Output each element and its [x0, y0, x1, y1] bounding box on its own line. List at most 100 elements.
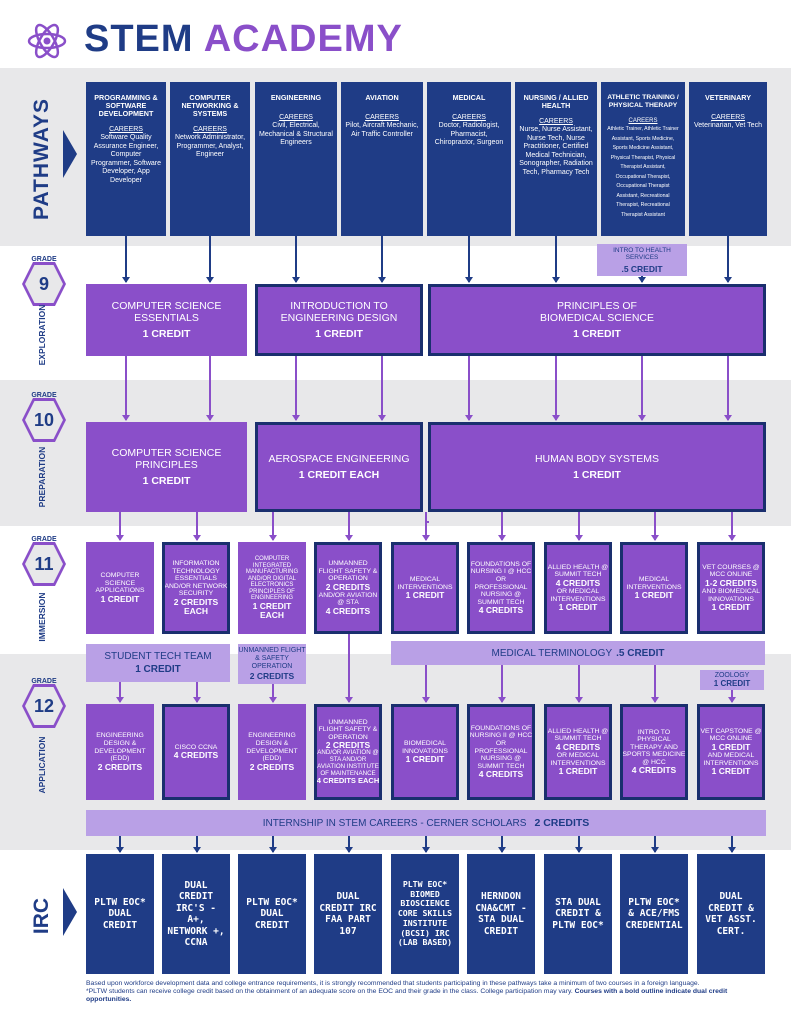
pathway-networking: COMPUTER NETWORKING & SYSTEMS CAREERS Ne… [170, 82, 250, 236]
flow-arrow [292, 236, 299, 283]
course-cim-digital-electronics: COMPUTER INTEGRATED MANUFACTURING AND/OR… [238, 542, 306, 634]
flow-arrow [116, 682, 123, 703]
course-cs-applications: COMPUTER SCIENCE APPLICATIONS 1 CREDIT [86, 542, 154, 634]
unmanned-flight-mid: UNMANNED FLIGHT & SAFETY OPERATION 2 CRE… [238, 644, 306, 684]
course-principles-biomedical: PRINCIPLES OF BIOMEDICAL SCIENCE 1 CREDI… [428, 284, 766, 356]
flow-arrow [552, 356, 559, 421]
flow-arrow [498, 836, 505, 853]
flow-arrow [465, 356, 472, 421]
pathway-veterinary: VETERINARY CAREERS Veterinarian, Vet Tec… [689, 82, 767, 236]
flow-arrow [575, 836, 582, 853]
irc-engineering: PLTW EOC* DUAL CREDIT [238, 854, 306, 974]
course-unmanned-flight-12: UNMANNED FLIGHT SAFETY & OPERATION 2 CRE… [314, 704, 382, 800]
flow-arrow [651, 836, 658, 853]
flow-arrow [292, 356, 299, 421]
immersion-label: IMMERSION [37, 592, 47, 642]
flow-arrow [552, 236, 559, 283]
grade-10-word: GRADE [31, 392, 57, 399]
footer-line-2: *PLTW students can receive college credi… [86, 988, 728, 1004]
flow-arrow [422, 665, 429, 703]
flow-arrow [345, 634, 352, 703]
course-cs-principles: COMPUTER SCIENCE PRINCIPLES 1 CREDIT [86, 422, 247, 512]
flow-arrow [116, 836, 123, 853]
flow-arrow [575, 665, 582, 703]
grade-11-word: GRADE [31, 536, 57, 543]
flow-arrow [269, 512, 276, 541]
flow-arrow [378, 236, 385, 283]
logo [26, 20, 68, 62]
grade-9-word: GRADE [31, 256, 57, 263]
pathway-aviation: AVIATION CAREERS Pilot, Aircraft Mechani… [341, 82, 423, 236]
irc-veterinary: DUAL CREDIT & VET ASST. CERT. [697, 854, 765, 974]
course-it-essentials: INFORMATION TECHNOLOGY ESSENTIALS AND/OR… [162, 542, 230, 634]
course-cs-essentials: COMPUTER SCIENCE ESSENTIALS 1 CREDIT [86, 284, 247, 356]
flow-connector [425, 521, 429, 523]
irc-allied-health: STA DUAL CREDIT & PLTW EOC* [544, 854, 612, 974]
flow-arrow [345, 512, 352, 541]
flow-arrow [193, 682, 200, 703]
course-cisco-ccna: CISCO CCNA 4 CREDITS [162, 704, 230, 800]
flow-arrow [724, 356, 731, 421]
grade-10-hex: 10 [22, 398, 66, 442]
flow-arrow [422, 521, 429, 541]
grade-9-hex: 9 [22, 262, 66, 306]
flow-arrow [422, 836, 429, 853]
pathway-programming: PROGRAMMING & SOFTWARE DEVELOPMENT CAREE… [86, 82, 166, 236]
flow-arrow [651, 665, 658, 703]
irc-athletic: PLTW EOC* & ACE/FMS CREDENTIAL [620, 854, 688, 974]
flow-arrow [728, 512, 735, 541]
flow-arrow [116, 512, 123, 541]
internship-stem: INTERNSHIP IN STEM CAREERS - CERNER SCHO… [86, 810, 766, 836]
flow-arrow [638, 356, 645, 421]
course-allied-health-12: ALLIED HEALTH @ SUMMIT TECH 4 CREDITS OR… [544, 704, 612, 800]
course-edd-b: ENGINEERING DESIGN & DEVELOPMENT (EDD) 2… [238, 704, 306, 800]
course-human-body-systems: HUMAN BODY SYSTEMS 1 CREDIT [428, 422, 766, 512]
course-biomedical-innovations: BIOMEDICAL INNOVATIONS 1 CREDIT [391, 704, 459, 800]
application-label: APPLICATION [37, 736, 47, 794]
pathways-label: PATHWAYS [30, 98, 53, 220]
course-vet-capstone: VET CAPSTONE @ MCC ONLINE 1 CREDIT AND M… [697, 704, 765, 800]
page-title: STEM ACADEMY [84, 18, 403, 61]
irc-nursing: HERNDON CNA&CMT - STA DUAL CREDIT [467, 854, 535, 974]
flow-arrow [345, 836, 352, 853]
grade-11-number: 11 [25, 545, 63, 583]
grade-12-number: 12 [25, 687, 63, 725]
intro-health-services: INTRO TO HEALTH SERVICES .5 CREDIT [597, 244, 687, 276]
pathway-engineering: ENGINEERING CAREERS Civil, Electrical, M… [255, 82, 337, 236]
medical-terminology: MEDICAL TERMINOLOGY .5 CREDIT [391, 641, 765, 665]
flow-arrow [122, 356, 129, 421]
flow-arrow [728, 690, 735, 703]
course-allied-health-11: ALLIED HEALTH @ SUMMIT TECH 4 CREDITS OR… [544, 542, 612, 634]
exploration-label: EXPLORATION [37, 304, 47, 366]
irc-networking: DUAL CREDIT IRC'S - A+, NETWORK +, CCNA [162, 854, 230, 974]
flow-arrow [206, 236, 213, 283]
pathway-nursing: NURSING / ALLIED HEALTH CAREERS Nurse, N… [515, 82, 597, 236]
course-physical-therapy: INTRO TO PHYSICAL THERAPY AND SPORTS MED… [620, 704, 688, 800]
irc-label: IRC [30, 897, 53, 935]
course-vet-courses: VET COURSES @ MCC ONLINE 1-2 CREDITS AND… [697, 542, 765, 634]
flow-arrow [269, 684, 276, 703]
flow-arrow [378, 356, 385, 421]
chevron-right-icon [63, 130, 77, 178]
pathway-athletic: ATHLETIC TRAINING / PHYSICAL THERAPY CAR… [601, 82, 685, 236]
grade-12-word: GRADE [31, 678, 57, 685]
title-stem: STEM [84, 18, 194, 60]
course-medical-interventions-b: MEDICAL INTERVENTIONS 1 CREDIT [620, 542, 688, 634]
flow-arrow [651, 512, 658, 541]
course-aerospace-engineering: AEROSPACE ENGINEERING 1 CREDIT EACH [255, 422, 423, 512]
flow-arrow [193, 836, 200, 853]
grade-9-number: 9 [25, 265, 63, 303]
course-intro-engineering: INTRODUCTION TO ENGINEERING DESIGN 1 CRE… [255, 284, 423, 356]
chevron-right-icon [63, 888, 77, 936]
pathway-medical: MEDICAL CAREERS Doctor, Radiologist, Pha… [427, 82, 511, 236]
grade-10-number: 10 [25, 401, 63, 439]
preparation-label: PREPARATION [37, 446, 47, 508]
flow-arrow [575, 512, 582, 541]
footer-note: Based upon workforce development data an… [86, 980, 766, 1005]
course-unmanned-flight-11: UNMANNED FLIGHT SAFETY & OPERATION 2 CRE… [314, 542, 382, 634]
student-tech-team: STUDENT TECH TEAM 1 CREDIT [86, 644, 230, 682]
irc-aviation: DUAL CREDIT IRC FAA PART 107 [314, 854, 382, 974]
flow-arrow [724, 236, 731, 283]
flow-arrow [498, 665, 505, 703]
flow-arrow [193, 512, 200, 541]
